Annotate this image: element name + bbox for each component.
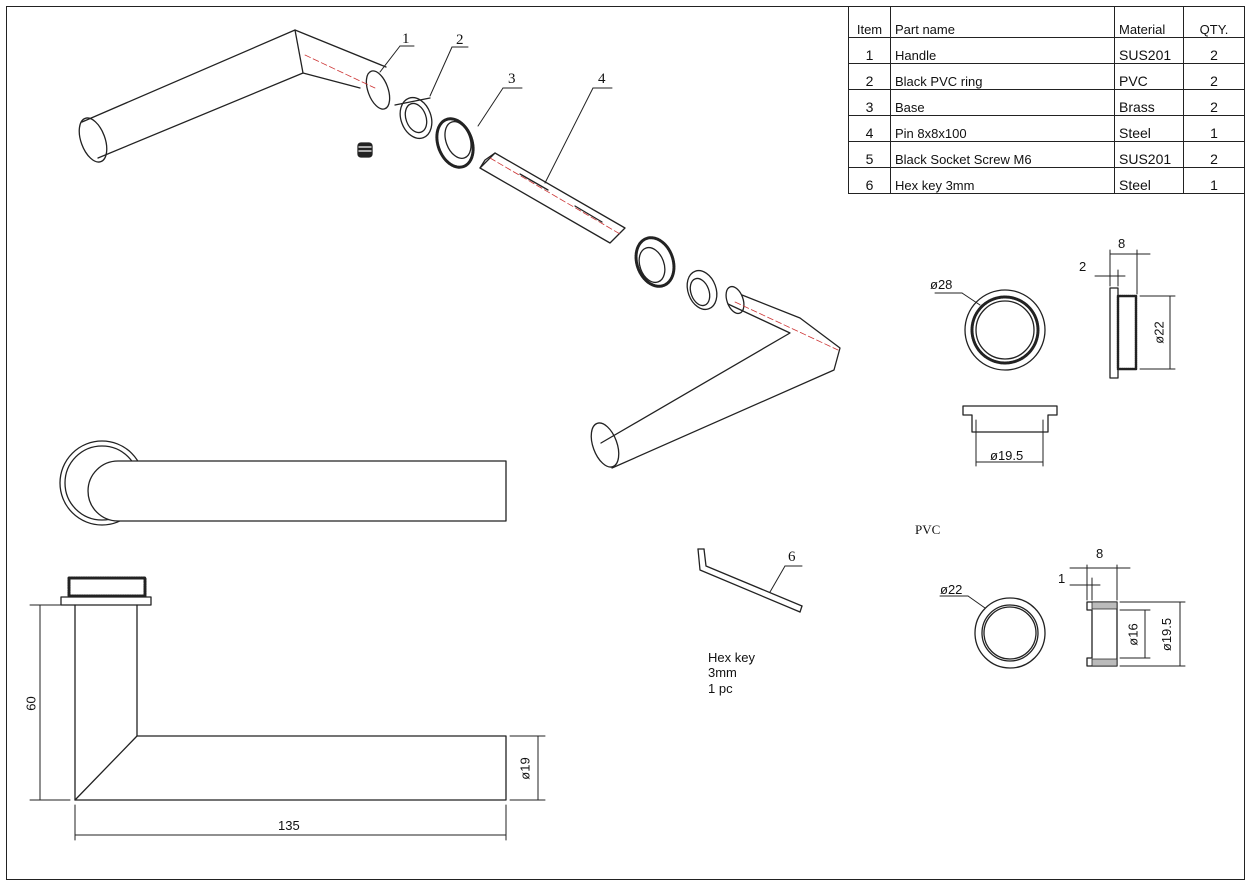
- pvc-inner-dia-label: ø16: [1125, 623, 1141, 646]
- pvc-outer-dia-label: ø22: [940, 582, 963, 597]
- callout-1: 1: [402, 31, 410, 47]
- pvc-ring-exploded: [394, 96, 433, 140]
- parts-table-header: Item Part name Material QTY.: [848, 6, 1245, 38]
- pvc-section-label: PVC: [915, 522, 941, 537]
- table-row: 2 Black PVC ring PVC 2: [848, 63, 1245, 90]
- table-row: 1 Handle SUS201 2: [848, 37, 1245, 64]
- table-row: 4 Pin 8x8x100 Steel 1: [848, 115, 1245, 142]
- base-exploded: [435, 117, 475, 169]
- base-detail-side: [1094, 249, 1176, 379]
- row-qty: 2: [1183, 141, 1245, 168]
- handle-length-label: 135: [278, 818, 300, 833]
- row-part-name: Base: [890, 89, 1115, 116]
- callout-2: 2: [456, 32, 464, 48]
- base-thickness-label: 8: [1118, 236, 1126, 251]
- base-detail-front: [934, 289, 1046, 371]
- pvc-thickness-label: 8: [1096, 546, 1104, 561]
- hex-key-quantity: 1 pc: [708, 681, 733, 696]
- row-qty: 1: [1183, 167, 1245, 194]
- callout-3: 3: [508, 71, 516, 87]
- grub-screw: [357, 142, 373, 158]
- row-qty: 2: [1183, 89, 1245, 116]
- header-material: Material: [1114, 6, 1184, 38]
- row-part-name: Black PVC ring: [890, 63, 1115, 90]
- pvc-flange-label: 1: [1058, 571, 1066, 586]
- row-qty: 2: [1183, 63, 1245, 90]
- row-qty: 2: [1183, 37, 1245, 64]
- table-row: 3 Base Brass 2: [848, 89, 1245, 116]
- header-part-name: Part name: [890, 6, 1115, 38]
- row-part-name: Black Socket Screw M6: [890, 141, 1115, 168]
- table-row: 6 Hex key 3mm Steel 1: [848, 167, 1245, 194]
- row-material: SUS201: [1114, 141, 1184, 168]
- row-item: 3: [848, 89, 891, 116]
- row-material: PVC: [1114, 63, 1184, 90]
- pvc-height-dia-label: ø19.5: [1159, 617, 1175, 652]
- hex-key-label: Hex key: [708, 650, 755, 665]
- handle-side-view: [29, 576, 546, 841]
- row-item: 4: [848, 115, 891, 142]
- callout-6: 6: [788, 549, 796, 565]
- handle-top-view: [59, 440, 507, 526]
- row-qty: 1: [1183, 115, 1245, 142]
- base-inner-dia-label: ø22: [1151, 321, 1167, 344]
- row-material: Steel: [1114, 115, 1184, 142]
- parts-table: Item Part name Material QTY. 1 Handle SU…: [848, 6, 1245, 194]
- hex-key-drawing: [697, 548, 803, 613]
- pin-exploded: [479, 152, 626, 244]
- row-item: 1: [848, 37, 891, 64]
- pvc-detail-side: [1069, 564, 1186, 667]
- header-qty: QTY.: [1183, 6, 1245, 38]
- row-item: 2: [848, 63, 891, 90]
- base-flange-label: 2: [1079, 259, 1087, 274]
- lower-handle: [590, 285, 841, 469]
- base-exploded-2: [634, 236, 676, 288]
- upper-handle: [78, 29, 391, 163]
- header-item: Item: [848, 6, 891, 38]
- row-material: SUS201: [1114, 37, 1184, 64]
- row-material: Brass: [1114, 89, 1184, 116]
- handle-bar-dia-label: ø19: [517, 757, 533, 780]
- pvc-ring-exploded-2: [686, 269, 718, 311]
- drawing-frame: [6, 6, 1245, 880]
- row-item: 6: [848, 167, 891, 194]
- base-outer-dia-label: ø28: [930, 277, 953, 292]
- handle-height-label: 60: [23, 696, 39, 711]
- pvc-detail-front: [939, 595, 1046, 669]
- base-bottom-dia-label: ø19.5: [990, 448, 1024, 463]
- base-detail-section: [962, 405, 1058, 467]
- callout-leaders: [379, 45, 803, 593]
- row-part-name: Hex key 3mm: [890, 167, 1115, 194]
- callout-4: 4: [598, 71, 606, 87]
- row-part-name: Pin 8x8x100: [890, 115, 1115, 142]
- hex-key-size: 3mm: [708, 665, 737, 680]
- row-material: Steel: [1114, 167, 1184, 194]
- table-row: 5 Black Socket Screw M6 SUS201 2: [848, 141, 1245, 168]
- row-item: 5: [848, 141, 891, 168]
- row-part-name: Handle: [890, 37, 1115, 64]
